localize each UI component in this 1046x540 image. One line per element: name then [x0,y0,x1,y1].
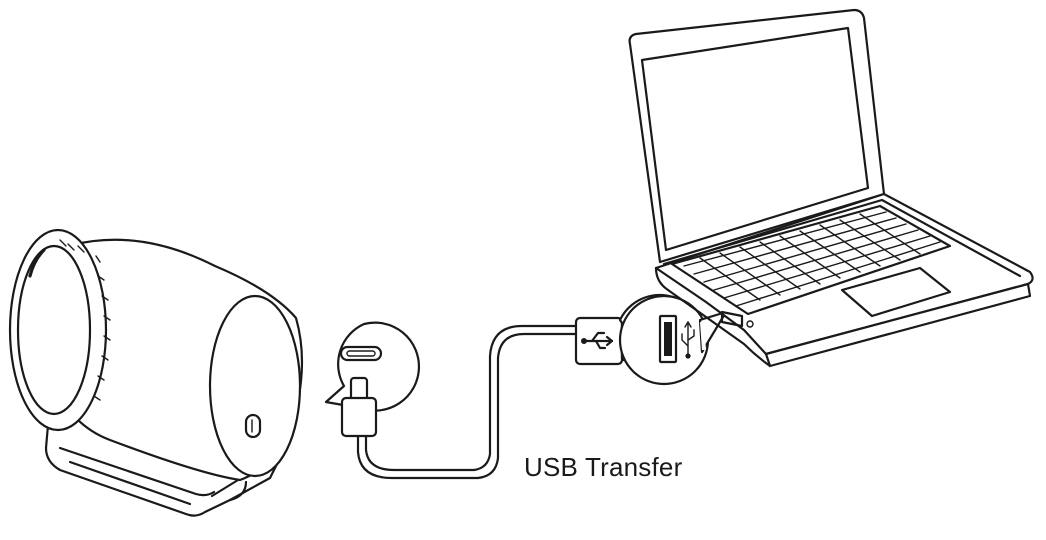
usb-symbol-icon [581,331,614,350]
usb-cable [356,324,580,480]
usb-symbol-icon [681,321,695,359]
laptop-base [654,192,1034,368]
trackpad [840,266,952,318]
laptop-screen [628,8,886,264]
usb-c-port-callout [324,321,420,412]
usb-c-plug [340,376,378,438]
lens-ring [8,228,111,432]
laptop [628,8,1034,368]
device-body [47,238,304,482]
usb-a-port-callout [618,293,728,386]
laptop-usb-port [720,310,744,328]
caption-usb-transfer: USB Transfer [524,452,683,482]
projector-device [8,228,304,517]
keyboard [670,204,952,316]
